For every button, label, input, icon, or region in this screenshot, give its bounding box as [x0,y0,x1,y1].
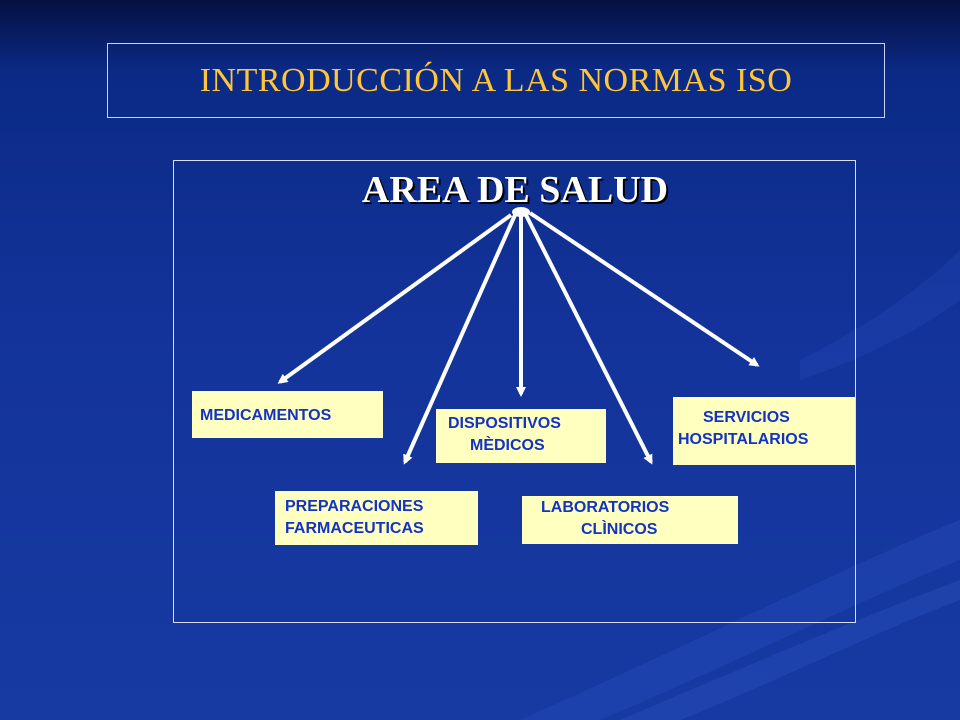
node-servicios-line1: SERVICIOS [703,409,790,426]
root-junction [512,207,530,217]
arrow-servicios [528,211,760,367]
node-laboratorios-line1: LABORATORIOS [541,499,670,516]
arrow-laboratorios [524,214,653,465]
node-dispositivos: DISPOSITIVOS MÈDICOS [436,409,606,463]
node-dispositivos-line1: DISPOSITIVOS [448,415,561,432]
node-medicamentos-label: MEDICAMENTOS [200,407,332,424]
arrow-medicamentos [277,213,513,384]
node-preparaciones: PREPARACIONES FARMACEUTICAS [275,491,478,545]
node-servicios: SERVICIOS HOSPITALARIOS [673,397,855,465]
node-laboratorios: LABORATORIOS CLÌNICOS [522,496,738,544]
title-box: INTRODUCCIÓN A LAS NORMAS ISO [107,43,885,118]
node-dispositivos-line2: MÈDICOS [470,437,545,454]
arrow-preparaciones [403,214,517,465]
root-label: AREA DE SALUD [361,169,669,211]
node-medicamentos: MEDICAMENTOS [192,391,383,438]
node-preparaciones-line2: FARMACEUTICAS [285,520,424,537]
node-preparaciones-line1: PREPARACIONES [285,498,424,515]
slide-title: INTRODUCCIÓN A LAS NORMAS ISO [199,61,793,99]
node-laboratorios-line2: CLÌNICOS [581,521,658,538]
diagram-frame [173,160,856,623]
node-servicios-line2: HOSPITALARIOS [678,431,809,448]
